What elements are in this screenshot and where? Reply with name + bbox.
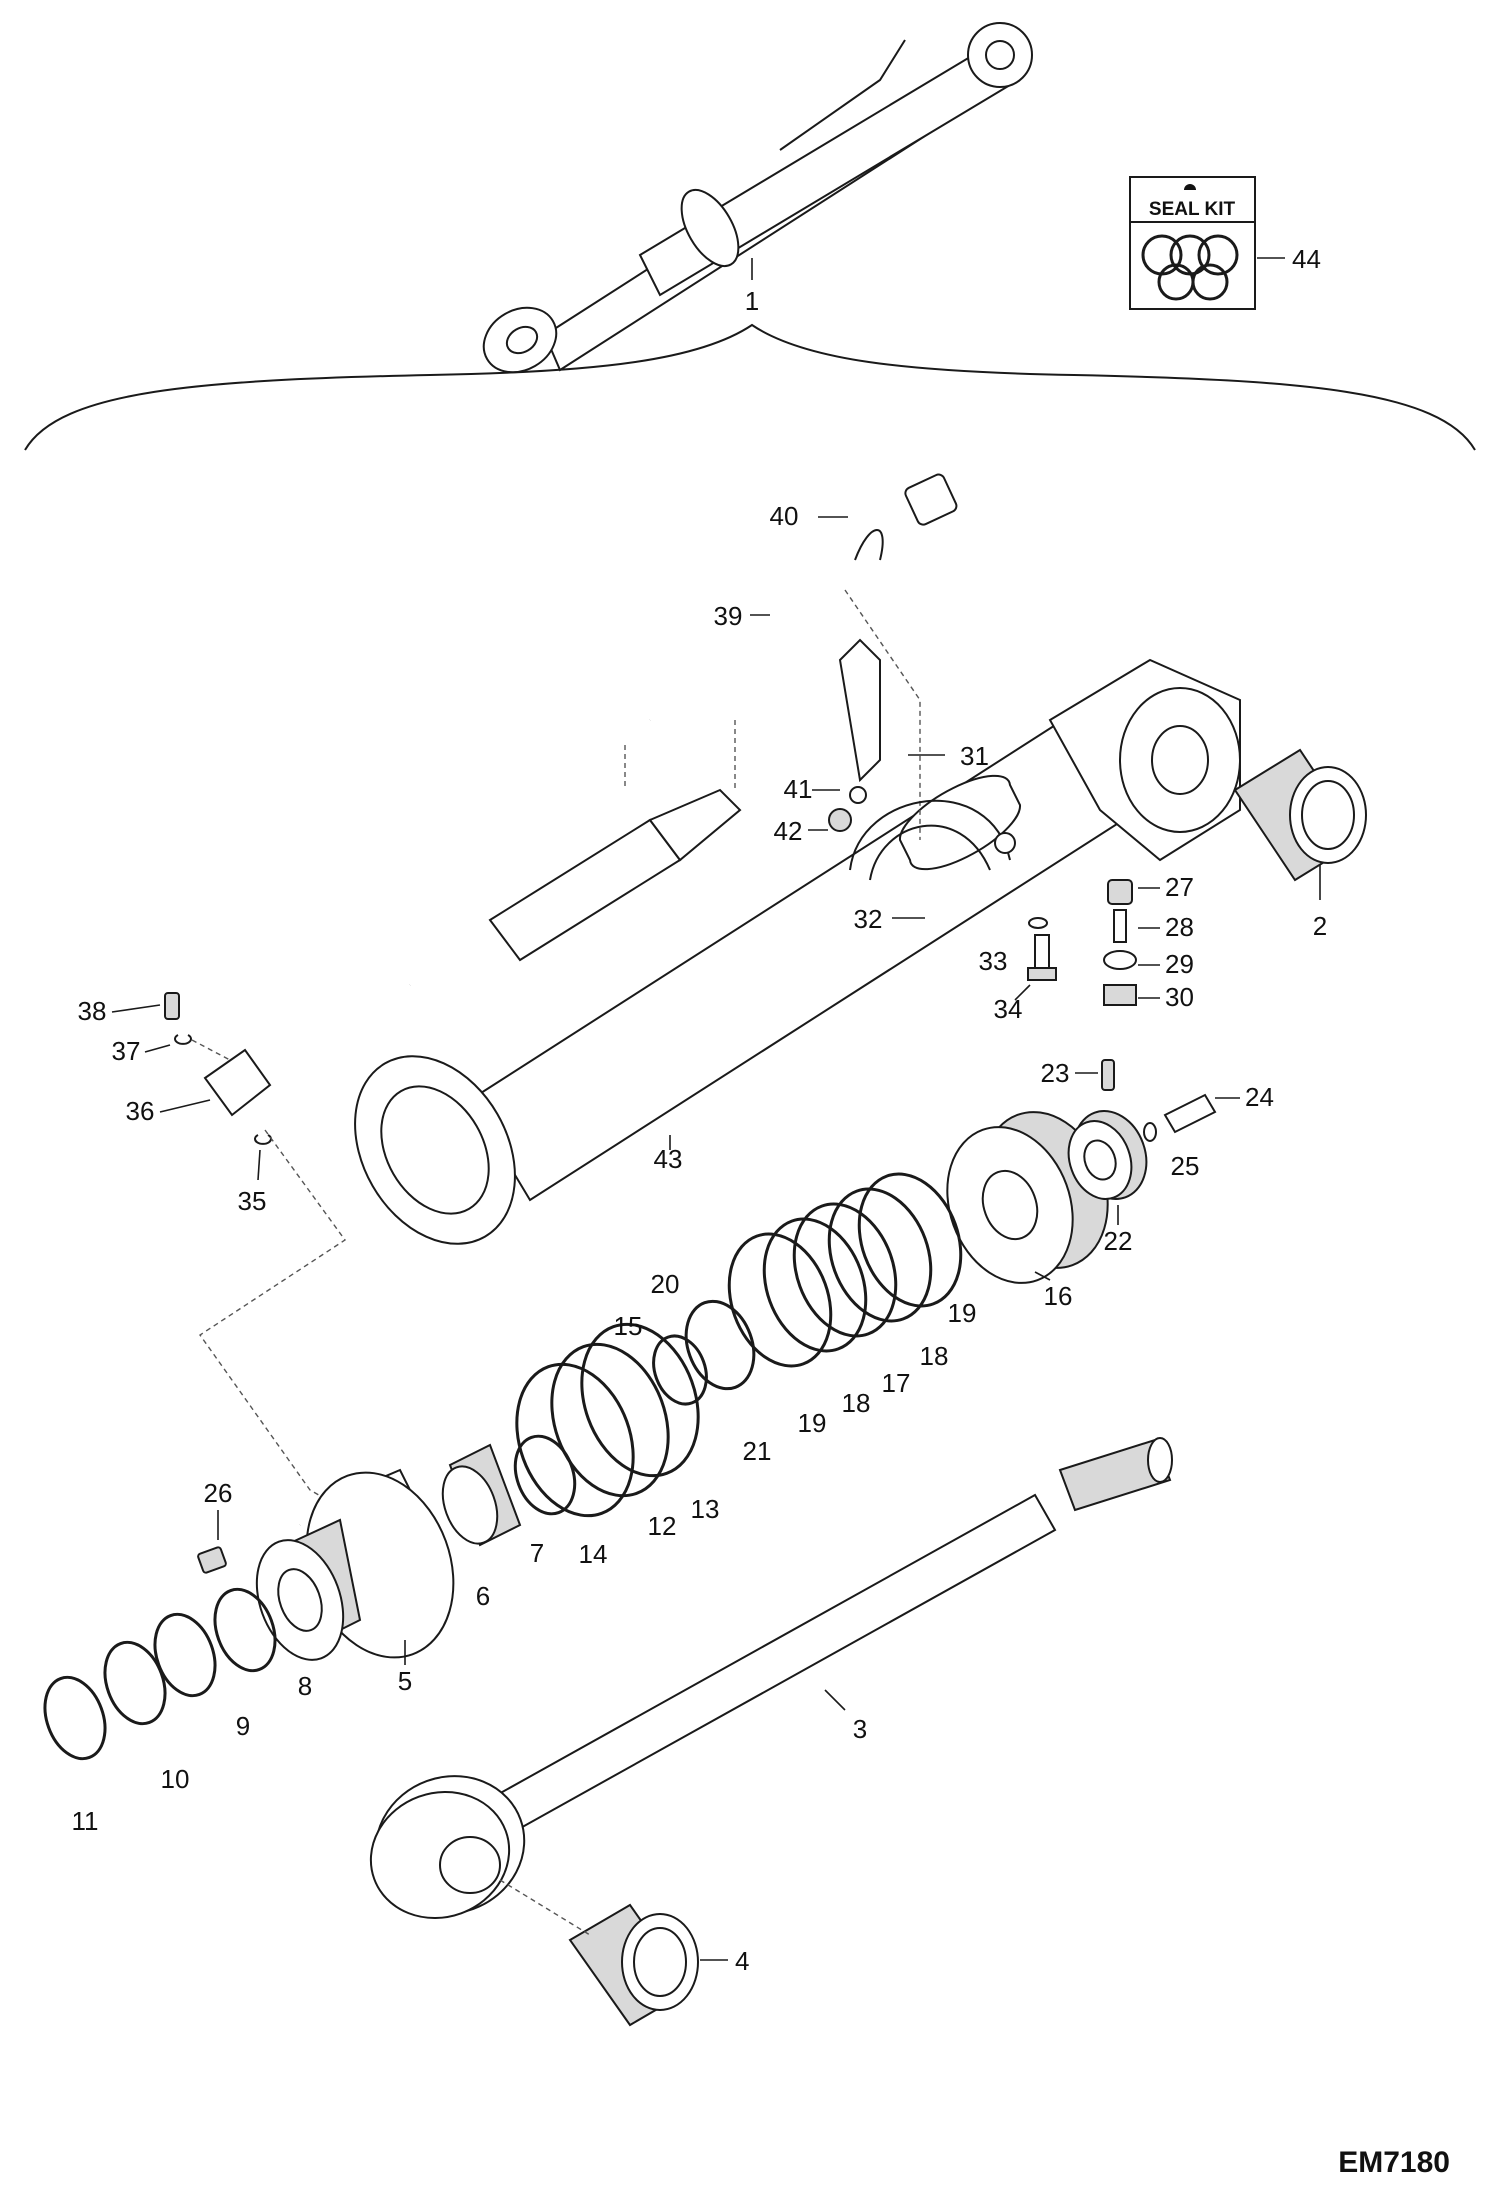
set-screw: [1101, 1059, 1115, 1091]
callout-40: 40: [770, 501, 799, 531]
callout-16: 16: [1044, 1281, 1073, 1311]
callout-35: 35: [238, 1186, 267, 1216]
callout-25: 25: [1171, 1151, 1200, 1181]
callout-23: 23: [1041, 1058, 1070, 1088]
callout-24: 24: [1245, 1082, 1274, 1112]
callout-12: 12: [648, 1511, 677, 1541]
callout-5: 5: [398, 1666, 412, 1696]
seal-kit-box: SEAL KIT: [1129, 176, 1256, 310]
callout-18b: 18: [842, 1388, 871, 1418]
bushing-bottom: [568, 1903, 699, 2027]
callout-22: 22: [1104, 1226, 1133, 1256]
callout-29: 29: [1165, 949, 1194, 979]
callout-34: 34: [994, 994, 1023, 1024]
callout-9: 9: [236, 1711, 250, 1741]
bushing-top: [1233, 748, 1367, 882]
callout-8: 8: [298, 1671, 312, 1701]
callout-39: 39: [714, 601, 743, 631]
callout-38: 38: [78, 996, 107, 1026]
rod-seals: [43, 1587, 277, 1761]
pipe-clamp: [849, 799, 1016, 881]
callout-14: 14: [579, 1539, 608, 1569]
callout-41: 41: [784, 774, 813, 804]
drawing-code: EM7180: [1338, 2146, 1450, 2179]
callout-26: 26: [204, 1478, 233, 1508]
callout-44: 44: [1292, 244, 1321, 274]
callout-32: 32: [854, 904, 883, 934]
socket-head-bolt: [197, 1522, 302, 1574]
callout-33: 33: [979, 946, 1008, 976]
hydraulic-tube: [647, 473, 958, 725]
callout-10: 10: [161, 1764, 190, 1794]
callout-1: 1: [745, 286, 759, 316]
piston-rod: [369, 1437, 1173, 1919]
callout-30: 30: [1165, 982, 1194, 1012]
seal-kit-label: SEAL KIT: [1149, 199, 1236, 220]
valve-block: [488, 788, 742, 962]
callout-36: 36: [126, 1096, 155, 1126]
callout-19a: 19: [948, 1298, 977, 1328]
piston-seal-rings: [441, 1172, 963, 1547]
callout-18a: 18: [920, 1341, 949, 1371]
assembled-cylinder: [482, 22, 1033, 374]
bolt-washer: [1027, 917, 1057, 981]
callout-19b: 19: [798, 1408, 827, 1438]
piston-nut: [1067, 1110, 1148, 1200]
callout-42: 42: [774, 816, 803, 846]
group-brace: [24, 323, 1476, 451]
callout-13: 13: [691, 1494, 720, 1524]
callout-31: 31: [960, 741, 989, 771]
callout-2: 2: [1313, 911, 1327, 941]
callout-21: 21: [743, 1436, 772, 1466]
callout-43: 43: [654, 1144, 683, 1174]
callout-3: 3: [853, 1714, 867, 1744]
callout-11: 11: [72, 1806, 99, 1836]
cylinder-head-gland: [255, 1468, 455, 1661]
callout-17: 17: [882, 1368, 911, 1398]
pin: [1143, 1093, 1217, 1142]
callout-20: 20: [651, 1269, 680, 1299]
callout-7: 7: [530, 1538, 544, 1568]
callout-28: 28: [1165, 912, 1194, 942]
callout-15: 15: [614, 1311, 643, 1341]
callout-6: 6: [476, 1581, 490, 1611]
cylinder-barrel: [354, 638, 1241, 1245]
check-valve-stack: [1103, 879, 1137, 1006]
washer-nut-small: [828, 786, 867, 832]
callout-37: 37: [112, 1036, 141, 1066]
callout-4: 4: [735, 1946, 749, 1976]
elbow-fitting: [164, 981, 412, 1145]
callout-27: 27: [1165, 872, 1194, 902]
